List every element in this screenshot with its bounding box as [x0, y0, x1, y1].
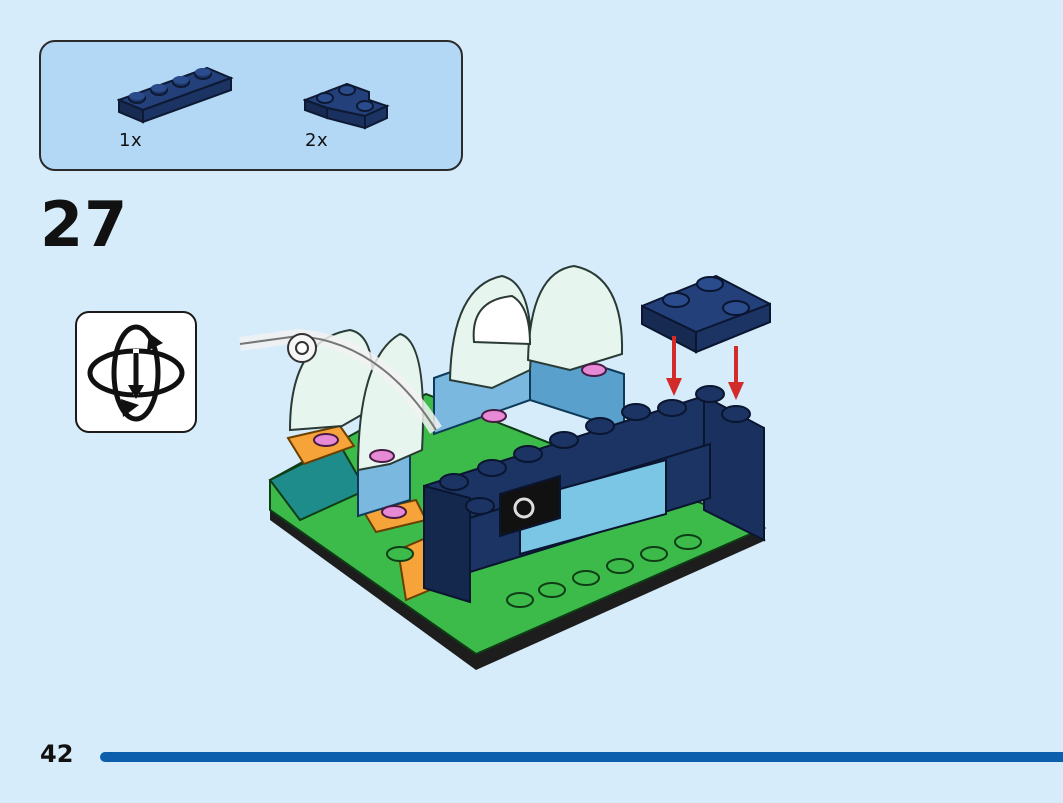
step-number: 27 — [40, 188, 129, 261]
dark-blue-plate-1x4-icon — [117, 62, 235, 126]
rotate-model-icon — [87, 324, 185, 422]
rotate-indicator — [75, 311, 197, 433]
dark-blue-corner-plate-icon — [303, 78, 393, 130]
part-quantity-1: 1x — [119, 130, 143, 151]
parts-callout: 1x 2x — [39, 40, 463, 171]
model-assembly-illustration — [230, 250, 790, 684]
progress-bar — [100, 752, 1063, 762]
page-number: 42 — [40, 740, 74, 768]
part-quantity-2: 2x — [305, 130, 329, 151]
